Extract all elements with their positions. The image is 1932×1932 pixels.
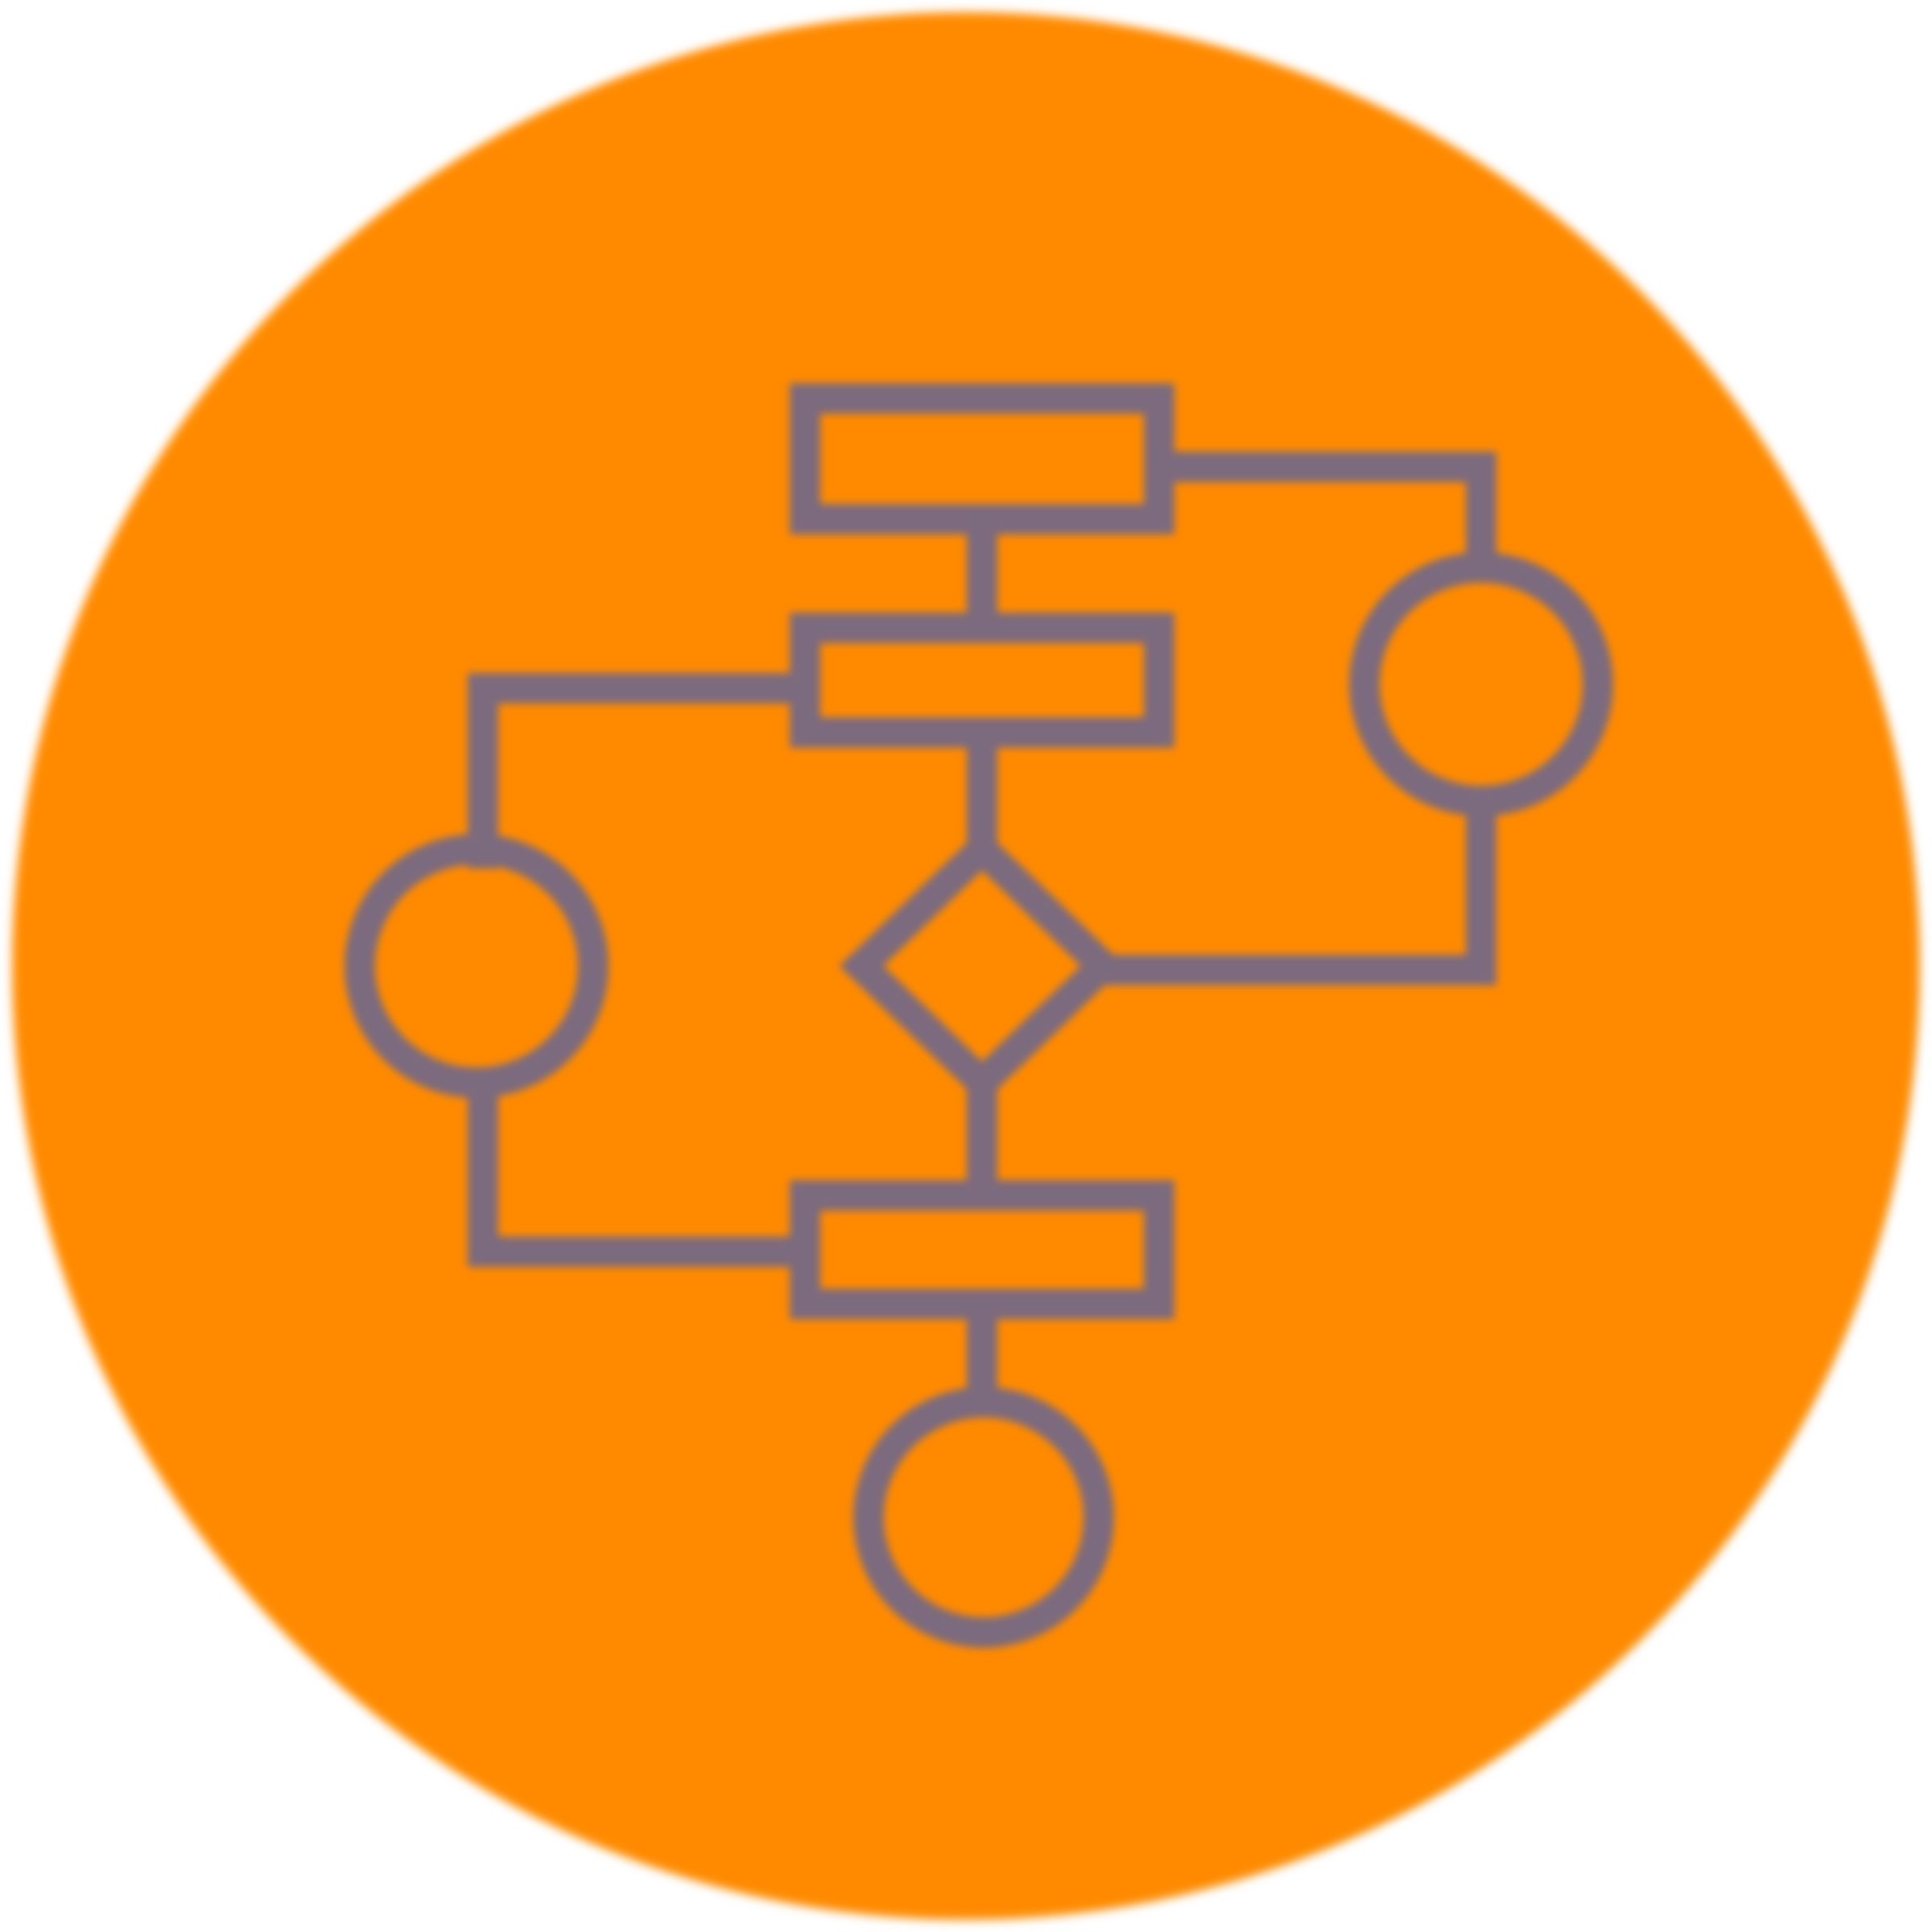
terminator-circle: [853, 1387, 1114, 1648]
badge-background-circle: [12, 12, 1920, 1920]
flowchart-glyph: [345, 383, 1613, 1648]
decision-diamond: [839, 828, 1125, 1104]
connector-right-circle-to-decision: [1088, 786, 1496, 985]
connector-left-circle-to-bottom: [468, 1067, 820, 1267]
connector-top-to-right-circle: [1144, 452, 1496, 583]
connector-middle-to-left-circle: [468, 673, 820, 869]
